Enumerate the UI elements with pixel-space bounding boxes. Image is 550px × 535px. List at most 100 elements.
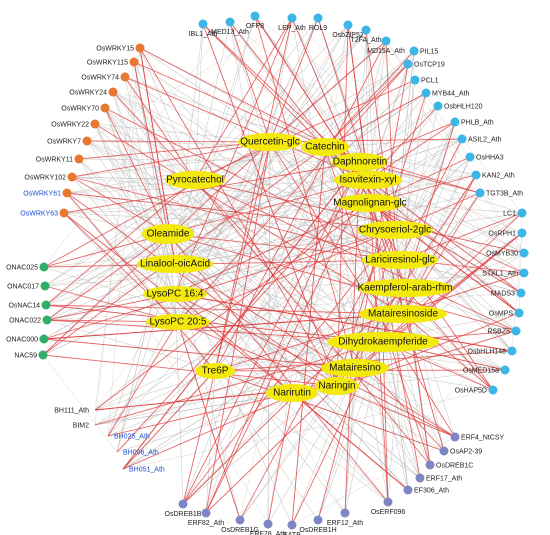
tf-node[interactable]: IBL1_Ath <box>189 19 218 39</box>
tf-node[interactable]: BH051_Ath <box>129 467 165 474</box>
tf-node[interactable]: OsHHA3 <box>465 152 504 162</box>
tf-node[interactable]: OsWRKY15 <box>96 43 145 53</box>
tf-node[interactable]: OsWRKY7 <box>47 136 92 146</box>
tf-node[interactable]: ERF12_Ath <box>327 508 363 528</box>
metabolite-node[interactable]: Narirutin <box>266 384 318 402</box>
edge-red <box>43 313 404 340</box>
edge-gray <box>359 161 389 503</box>
edge-red <box>402 313 494 391</box>
tf-node[interactable]: OsWRKY63 <box>20 208 69 218</box>
tf-node[interactable]: PHLB_Ath <box>450 117 494 127</box>
edge-gray <box>66 146 326 194</box>
tf-node[interactable]: OsNAC14 <box>8 300 51 310</box>
metabolite-node[interactable]: Oleamide <box>142 224 194 244</box>
metabolite-node[interactable]: Chrysoeriol-2glc <box>357 221 433 239</box>
metabolite-node[interactable]: Linalool-oicAcid <box>137 255 213 273</box>
metabolite-node[interactable]: Matairesinoside <box>359 305 447 323</box>
tf-node[interactable]: BIM2 <box>73 423 89 430</box>
metabolite-node[interactable]: Kaempferol-arab-rhm <box>357 279 453 297</box>
tf-node[interactable]: ONAC025 <box>6 262 49 272</box>
tf-node[interactable]: ONAC017 <box>7 281 50 291</box>
tf-node[interactable]: OsDREB1G <box>221 515 259 535</box>
tf-node[interactable]: OsWRKY11 <box>36 154 84 164</box>
metabolite-node[interactable]: Isovitexin-xyl <box>334 171 402 189</box>
metabolite-node[interactable]: LysoPC 16:4 <box>143 286 207 302</box>
metabolite-node[interactable]: Magnolignan-glc <box>333 194 407 212</box>
tf-node[interactable]: PCL1 <box>410 75 439 85</box>
tf-node[interactable]: BH025_Ath <box>114 434 150 441</box>
tf-node[interactable]: OsMYB30 <box>486 248 529 258</box>
tf-node[interactable]: OsbHLH148 <box>467 346 517 356</box>
tf-node[interactable]: BH096_Ath <box>123 450 159 457</box>
tf-node[interactable]: OsTCP19 <box>403 59 445 69</box>
tf-node[interactable]: MED13_Ath <box>211 17 249 37</box>
edge-red <box>336 330 517 387</box>
tf-node[interactable]: ASIL2_Ath <box>457 134 502 144</box>
tf-node-dot <box>59 208 69 218</box>
tf-node[interactable]: EF306_Ath <box>403 485 450 495</box>
tf-node[interactable]: OsWRKY24 <box>69 87 118 97</box>
tf-node[interactable]: KAN2_Ath <box>471 170 515 180</box>
tf-node[interactable]: ROL9 <box>309 13 327 33</box>
tf-node[interactable]: ERF17_Ath <box>415 473 463 483</box>
metabolite-node[interactable]: Dihydrokaempferide <box>327 332 439 352</box>
tf-node[interactable]: OsDREB1B <box>165 499 202 519</box>
tf-node[interactable]: OsWRKY102 <box>24 172 77 182</box>
tf-node[interactable]: MYB44_Ath <box>421 88 470 98</box>
tf-node[interactable]: OsWRKY74 <box>81 72 130 82</box>
tf-node[interactable]: OsERF096 <box>371 497 406 517</box>
metabolite-ellipse <box>357 221 433 239</box>
tf-node[interactable]: OsMED15a <box>463 365 510 375</box>
tf-node[interactable]: ERF78_Ath <box>250 519 286 535</box>
tf-node[interactable]: LEP_Ath <box>278 13 306 33</box>
tf-node[interactable]: OsWRKY115 <box>87 57 139 67</box>
tf-node[interactable]: EATB <box>283 520 301 535</box>
metabolite-node[interactable]: LysoPC 20:5 <box>146 314 210 330</box>
tf-node[interactable]: PIL15 <box>409 46 439 56</box>
metabolite-label: Matairesinoside <box>368 309 438 320</box>
metabolite-node[interactable]: Tre6P <box>195 363 235 379</box>
tf-node-label: OsHAP5D <box>455 388 487 395</box>
tf-node[interactable]: ONAC000 <box>6 334 49 344</box>
tf-node[interactable]: OsWRKY70 <box>61 103 110 113</box>
tf-node[interactable]: OsHAP5D <box>455 385 498 395</box>
edge-red <box>122 161 361 470</box>
metabolite-node[interactable]: Daphnoretin <box>332 153 388 171</box>
tf-node[interactable]: OsWRKY61 <box>23 188 72 198</box>
tf-node[interactable]: STKL1_Ath <box>482 268 529 278</box>
metabolite-node[interactable]: Pyrocatechol <box>165 171 225 189</box>
tf-node[interactable]: ERF82_Ath <box>188 508 224 528</box>
tf-node[interactable]: OsDREB1H <box>299 515 337 535</box>
tf-node[interactable]: LC1 <box>503 208 527 218</box>
tf-node-label: NAC59 <box>14 353 37 360</box>
edge-red <box>45 304 404 315</box>
tf-node[interactable]: ERF4_NtCSY <box>450 432 505 442</box>
edge-red <box>94 202 371 411</box>
tf-node-dot <box>361 25 371 35</box>
tf-node[interactable]: OFP8 <box>246 11 264 31</box>
metabolite-node[interactable]: Lariciresinol-glc <box>362 251 438 269</box>
tf-node[interactable]: RSBZ5 <box>487 326 521 336</box>
tf-node[interactable]: OsbHLH120 <box>433 101 483 111</box>
tf-node[interactable]: MADS3 <box>491 288 526 298</box>
tf-node-label: OsRPH1 <box>488 231 516 238</box>
metabolite-node[interactable]: Matairesino <box>321 359 389 377</box>
tf-node[interactable]: OsAP2-39 <box>439 446 483 456</box>
tf-node[interactable]: OsbZIP52 <box>332 20 364 40</box>
tf-node[interactable]: OsDREB1C <box>425 460 474 470</box>
metabolite-node[interactable]: Quercetin-glc <box>238 133 302 151</box>
metabolite-node[interactable]: Naringin <box>315 377 359 395</box>
tf-node[interactable]: OsWRKY22 <box>51 119 100 129</box>
metabolite-node[interactable]: Catechin <box>301 138 349 156</box>
edge-gray <box>359 105 439 163</box>
tf-node[interactable]: NAC59 <box>14 350 48 360</box>
edge-gray <box>71 146 326 178</box>
tf-node[interactable]: MD15A_Ath <box>367 36 405 56</box>
tf-node[interactable]: T2FA_Ath <box>350 25 382 45</box>
tf-node[interactable]: BH111_Ath <box>54 408 89 415</box>
tf-node[interactable]: ONAC022 <box>9 315 52 325</box>
tf-node[interactable]: TGT3B_Ath <box>475 188 524 198</box>
tf-node[interactable]: OsRPH1 <box>488 228 527 238</box>
tf-node[interactable]: OsMPS <box>489 308 524 318</box>
